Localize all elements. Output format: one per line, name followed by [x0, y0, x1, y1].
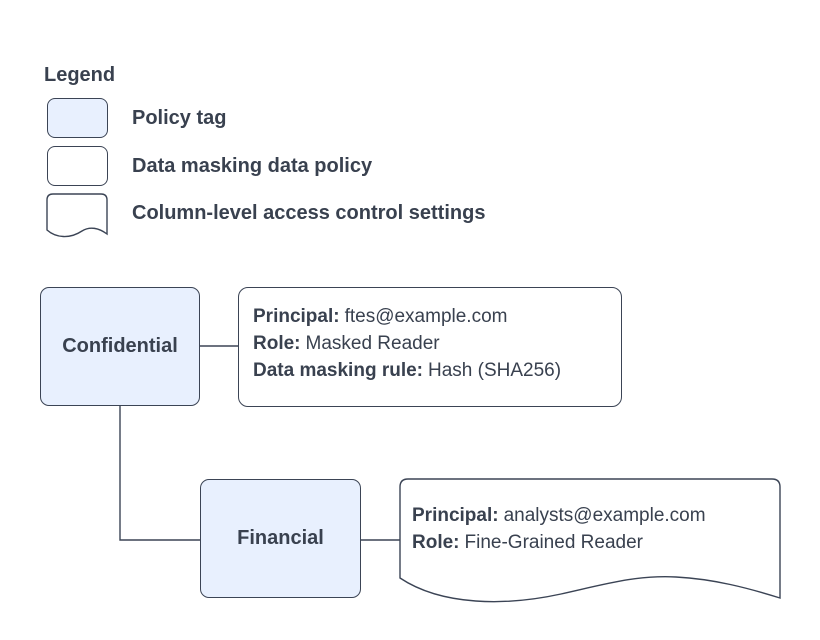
field-label: Role: [253, 333, 301, 354]
legend-item-label: Policy tag [132, 106, 227, 129]
card-line-principal: Principal:analysts@example.com [412, 502, 706, 529]
card-line-principal: Principal:ftes@example.com [253, 303, 561, 330]
field-label: Role: [412, 532, 460, 553]
card-line-role: Role:Masked Reader [253, 330, 561, 357]
legend-item-policy-tag: Policy tag [47, 98, 226, 138]
field-value: Hash (SHA256) [428, 360, 562, 381]
field-value: Masked Reader [305, 333, 440, 354]
policy-tag-swatch-icon [47, 98, 108, 138]
field-value: Fine-Grained Reader [464, 532, 643, 553]
access-control-card-text: Principal:analysts@example.com Role:Fine… [412, 502, 706, 556]
legend-document-shape-icon [46, 193, 108, 238]
legend-title: Legend [44, 64, 116, 86]
policy-tag-node-confidential: Confidential [40, 287, 200, 406]
field-value: ftes@example.com [344, 306, 508, 327]
field-label: Principal: [253, 306, 340, 327]
card-text-block: Principal:ftes@example.com Role:Masked R… [253, 303, 561, 384]
node-label: Confidential [62, 335, 178, 357]
policy-tag-node-financial: Financial [200, 479, 361, 598]
node-label: Financial [237, 527, 324, 549]
data-masking-policy-card: Principal:ftes@example.com Role:Masked R… [238, 287, 622, 407]
legend-item-label: Data masking data policy [132, 154, 373, 177]
card-line-role: Role:Fine-Grained Reader [412, 529, 706, 556]
field-label: Principal: [412, 505, 499, 526]
data-policy-swatch-icon [47, 146, 108, 186]
connector-confidential-to-financial [119, 406, 200, 541]
legend-item-data-masking-policy: Data masking data policy [47, 146, 372, 186]
card-line-masking-rule: Data masking rule:Hash (SHA256) [253, 357, 561, 384]
field-value: analysts@example.com [503, 505, 706, 526]
field-label: Data masking rule: [253, 360, 423, 381]
legend-item-column-access-label: Column-level access control settings [132, 202, 486, 224]
